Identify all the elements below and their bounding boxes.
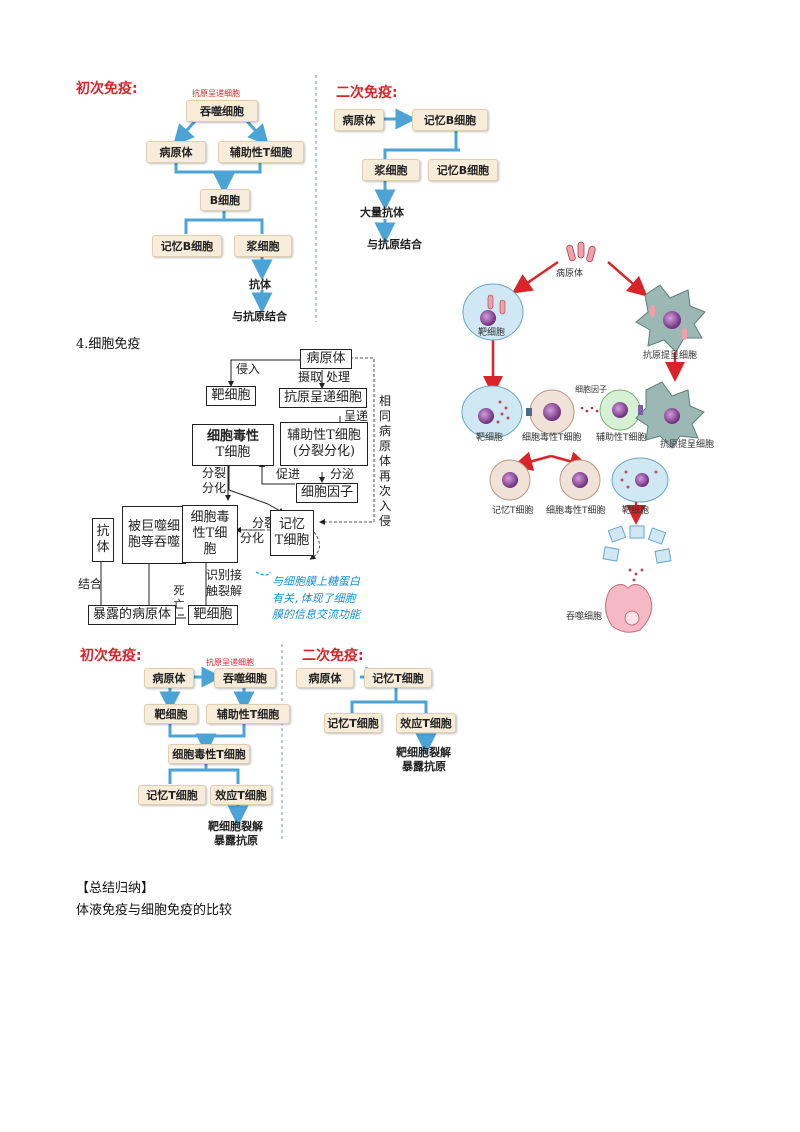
cf-lysis-l1: 靶细胞裂解	[208, 820, 263, 833]
cf-sec-memory-t: 记忆T细胞	[364, 668, 432, 688]
cf-secondary-title: 二次免疫:	[302, 648, 364, 664]
illu-phagocyte: 吞噬细胞	[566, 612, 603, 622]
cd-death: 死亡	[173, 584, 185, 611]
sec-plasma-box: 浆细胞	[362, 159, 420, 181]
cellular-lines	[98, 357, 375, 619]
cd-memory-t: 记忆 T细胞	[270, 510, 314, 556]
cd-process: 处理	[326, 370, 351, 384]
cd-target-cell2: 靶细胞	[188, 605, 238, 625]
cf-phagocyte: 吞噬细胞	[214, 668, 276, 688]
cellular-flow-arrows	[159, 644, 437, 840]
cd-div-1b: 分化	[202, 481, 227, 495]
cf-sec-pathogen: 病原体	[296, 668, 354, 688]
cf-apc-note: 抗原呈递细胞	[206, 658, 254, 667]
cd-target-cell: 靶细胞	[206, 386, 256, 406]
summary-subheading: 体液免疫与细胞免疫的比较	[76, 903, 233, 918]
cd-note-l3: 膜的信息交流功能	[272, 608, 360, 621]
illu-cytotoxic-t-b: 细胞毒性T细胞	[546, 506, 606, 516]
cd-cytotoxic-t: 细胞毒性 T细胞	[192, 424, 274, 466]
cf-sec-memory-t2: 记忆T细胞	[324, 713, 382, 733]
cf-lysis-l2: 暴露抗原	[214, 834, 258, 847]
antibody-label: 抗体	[249, 278, 271, 291]
humoral-secondary-title: 二次免疫:	[336, 85, 398, 101]
cd-secrete: 分泌	[330, 467, 355, 481]
cf-target-cell: 靶细胞	[144, 704, 198, 724]
memory-b-box: 记忆B细胞	[152, 235, 222, 257]
illu-apc: 抗原提呈细胞	[643, 351, 698, 361]
phagocyte-box: 吞噬细胞	[186, 100, 258, 122]
illu-target-cell: 靶细胞	[478, 328, 506, 338]
helper-t-box: 辅助性T细胞	[218, 141, 304, 163]
illu-memory-t: 记忆T细胞	[492, 506, 534, 516]
cd-exposed-pathogen: 暴露的病原体	[88, 605, 176, 625]
cd-memory-t-l1: 记忆	[278, 516, 305, 532]
cd-pathogen: 病原体	[300, 349, 352, 369]
cd-cytotoxic-t2: 细胞毒性T细胞	[182, 505, 238, 563]
cf-primary-title: 初次免疫:	[80, 648, 142, 664]
cd-note: 与细胞膜上糖蛋白 有关,体现了细胞 膜的信息交流功能	[272, 574, 360, 624]
cd-phagocytosed: 被巨噬细胞等吞噬	[122, 506, 186, 564]
cf-cytotoxic-t: 细胞毒性T细胞	[168, 744, 250, 764]
illu-pathogen: 病原体	[556, 269, 584, 279]
cf-helper-t: 辅助性T细胞	[206, 704, 290, 724]
cf-pathogen: 病原体	[144, 668, 194, 688]
cd-div-1a: 分裂	[202, 466, 227, 480]
cd-recognize-a: 识别接	[206, 568, 243, 582]
cd-helper-t: 辅助性T细胞 (分裂分化)	[280, 422, 368, 466]
many-antibody-label: 大量抗体	[360, 206, 404, 219]
cf-memory-t: 记忆T细胞	[138, 785, 206, 805]
b-cell-box: B细胞	[200, 189, 250, 211]
bind-antigen-label: 与抗原结合	[232, 310, 287, 323]
cd-promote: 促进	[276, 467, 301, 481]
cd-div-2b: 分化	[240, 531, 265, 545]
sec-memory-b2-box: 记忆B细胞	[428, 159, 498, 181]
pathogen-box: 病原体	[146, 141, 206, 163]
cd-memory-t-l2: T细胞	[274, 533, 310, 548]
illu-helper-t: 辅助性T细胞	[596, 433, 647, 443]
cf-sec-lysis-l2: 暴露抗原	[402, 760, 446, 773]
cd-cytotoxic-t-l2: T细胞	[215, 445, 251, 460]
illustration-graphic	[461, 241, 706, 633]
illu-apc-b: 抗原提呈细胞	[660, 440, 715, 450]
cd-uptake: 摄取	[298, 370, 323, 384]
sec-bind-antigen-label: 与抗原结合	[367, 238, 422, 251]
cd-cytokine: 细胞因子	[296, 483, 358, 503]
cd-invade: 侵入	[236, 362, 261, 376]
illu-cytokine: 细胞因子	[575, 385, 607, 394]
plasma-box: 浆细胞	[234, 235, 292, 257]
section-heading: 4.细胞免疫	[76, 337, 141, 352]
cf-effector-t: 效应T细胞	[210, 785, 272, 805]
cd-recognize-b: 触裂解	[206, 584, 243, 598]
cd-note-l2: 有关,体现了细胞	[272, 591, 356, 605]
apc-note: 抗原呈递细胞	[192, 89, 240, 98]
cd-combine: 结合	[78, 577, 103, 591]
cd-same-pathogen: 相同病原体再次入侵	[378, 394, 391, 528]
cd-cytotoxic-t-l1: 细胞毒性	[206, 428, 259, 444]
illu-target-cell-c: 靶细胞	[622, 506, 650, 516]
sec-memory-b-box: 记忆B细胞	[412, 109, 488, 131]
cf-sec-effector-t: 效应T细胞	[396, 713, 456, 733]
cd-present: 呈递	[344, 409, 369, 423]
humoral-primary-title: 初次免疫:	[76, 81, 138, 97]
illu-target-cell-b: 靶细胞	[476, 433, 504, 443]
sec-pathogen-box: 病原体	[334, 109, 384, 131]
cd-helper-t-l2: (分裂分化)	[292, 444, 356, 459]
cd-antibody: 抗体	[92, 518, 114, 562]
cd-helper-t-l1: 辅助性T细胞	[287, 427, 361, 443]
summary-heading: 【总结归纳】	[76, 881, 155, 896]
humoral-arrows	[173, 75, 460, 322]
cd-note-l1: 与细胞膜上糖蛋白	[272, 575, 360, 588]
cd-apc: 抗原呈递细胞	[279, 388, 367, 408]
cf-sec-lysis-l1: 靶细胞裂解	[396, 746, 451, 759]
illu-cytotoxic-t: 细胞毒性T细胞	[522, 433, 582, 443]
